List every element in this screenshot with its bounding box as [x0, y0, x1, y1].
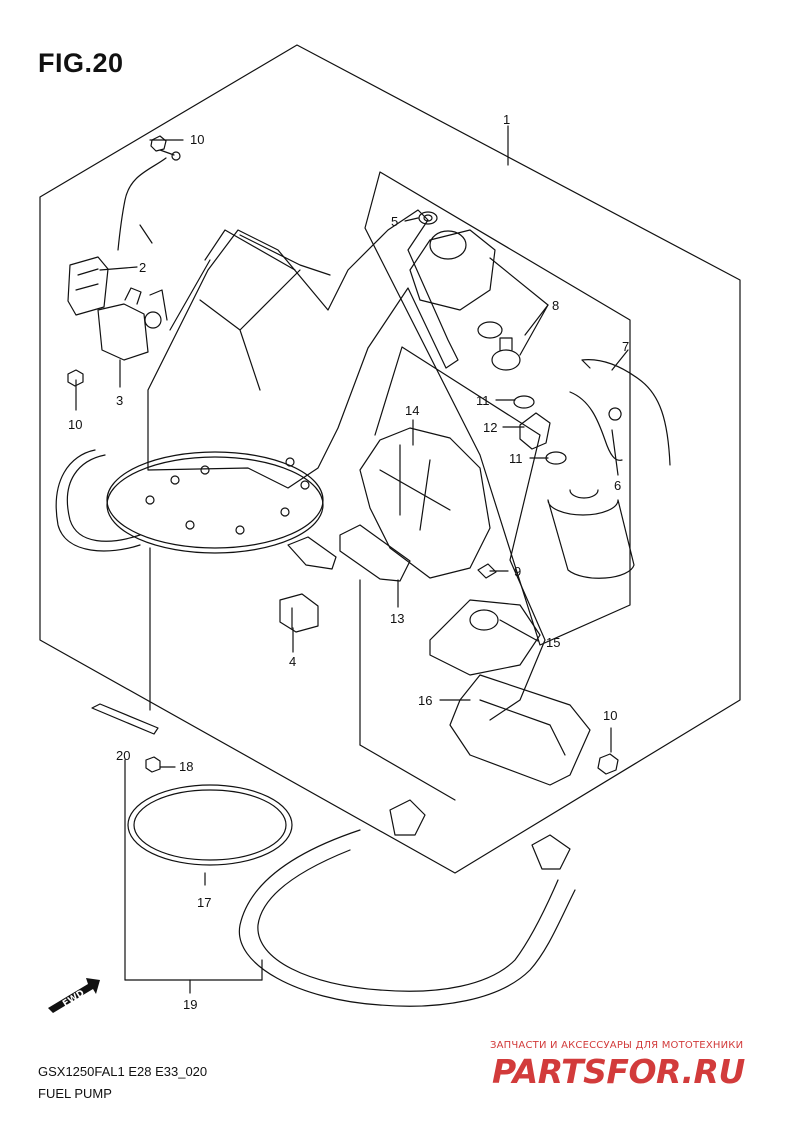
- callout-19[interactable]: 19: [183, 997, 198, 1012]
- callout-7[interactable]: 7: [622, 339, 630, 354]
- wire-connector-2: [67, 256, 109, 316]
- callout-6[interactable]: 6: [614, 478, 622, 493]
- holder-16: [449, 674, 591, 786]
- joint-12: [519, 412, 551, 450]
- callout-5[interactable]: 5: [391, 214, 399, 229]
- callout-17[interactable]: 17: [197, 895, 212, 910]
- fuel-pump-body: [547, 489, 635, 579]
- o-ring-11b: [545, 451, 567, 465]
- watermark-logo: PARTSFOR.RU: [492, 1052, 745, 1091]
- callout-8[interactable]: 8: [552, 298, 560, 313]
- clip-4: [279, 593, 319, 633]
- ground-wire: [117, 157, 167, 251]
- callout-13[interactable]: 13: [390, 611, 405, 626]
- callout-1[interactable]: 1: [503, 112, 511, 127]
- fwd-arrow-icon: [48, 978, 100, 1013]
- callout-20[interactable]: 20: [116, 748, 131, 763]
- bracket-20: [91, 703, 159, 735]
- callout-11-upper[interactable]: 11: [476, 393, 490, 408]
- callout-16[interactable]: 16: [418, 693, 433, 708]
- callout-3[interactable]: 3: [116, 393, 124, 408]
- o-ring-11a: [513, 395, 535, 409]
- subgroup-outline-filter: [374, 346, 546, 721]
- callout-15[interactable]: 15: [546, 635, 561, 650]
- callout-12[interactable]: 12: [483, 420, 498, 435]
- callout-2[interactable]: 2: [139, 260, 147, 275]
- section-title: FUEL PUMP: [38, 1086, 112, 1101]
- callout-10-left[interactable]: 10: [68, 417, 83, 432]
- callout-9[interactable]: 9: [514, 564, 522, 579]
- clip-9: [477, 563, 497, 579]
- callout-18[interactable]: 18: [179, 759, 194, 774]
- lead-wire-6: [569, 391, 623, 461]
- bolt-10-right: [597, 753, 619, 775]
- bolt-10-left: [67, 369, 84, 387]
- o-ring-5: [418, 211, 438, 225]
- callout-11-lower[interactable]: 11: [509, 451, 523, 466]
- pressure-regulator-8: [409, 229, 496, 311]
- return-hose: [55, 449, 141, 552]
- filter-case-14: [359, 427, 491, 579]
- outlet-fitting: [287, 536, 337, 570]
- figure-title: FIG.20: [38, 48, 124, 78]
- bolt-18: [145, 756, 161, 773]
- fuel-hose-19: [238, 799, 576, 1007]
- assembly-outline: [39, 44, 741, 874]
- callout-14[interactable]: 14: [405, 403, 420, 418]
- watermark-tagline: ЗАПЧАСТИ И АКСЕССУАРЫ ДЛЯ МОТОТЕХНИКИ: [490, 1040, 744, 1051]
- callout-10-right[interactable]: 10: [603, 708, 618, 723]
- lead-wire-7: [581, 359, 671, 466]
- subgroup-outline-pump: [364, 171, 631, 646]
- filter-15: [429, 599, 541, 676]
- callout-4[interactable]: 4: [289, 654, 297, 669]
- fuel-level-sensor-3: [97, 287, 168, 361]
- bolt-10-top: [150, 135, 175, 156]
- callout-10-top[interactable]: 10: [190, 132, 205, 147]
- clamp-13: [339, 524, 411, 582]
- gasket-17: [127, 784, 293, 866]
- pump-bracket: [147, 209, 459, 489]
- model-code: GSX1250FAL1 E28 E33_020: [38, 1064, 208, 1079]
